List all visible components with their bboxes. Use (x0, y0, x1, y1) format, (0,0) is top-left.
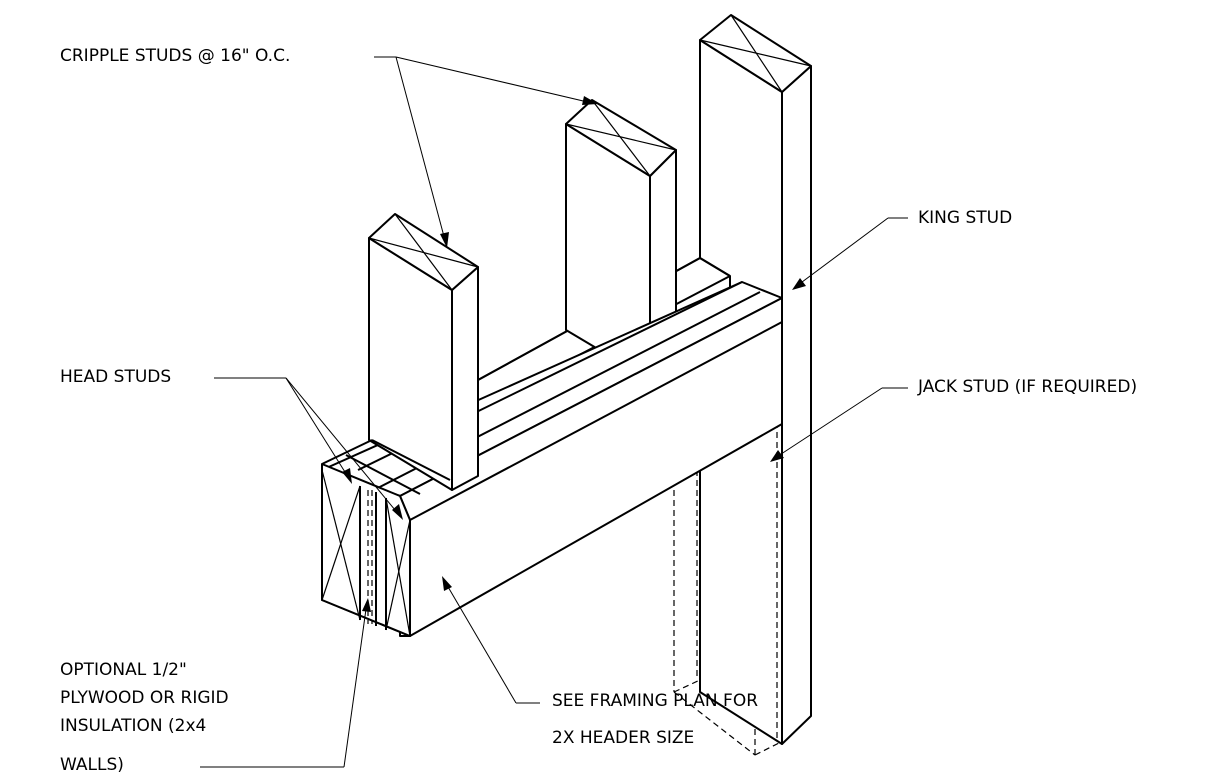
label-optional-line4: WALLS) (60, 755, 124, 775)
label-cripple-studs: CRIPPLE STUDS @ 16" O.C. (60, 46, 291, 66)
header-end-section (321, 439, 451, 637)
leader-optional-plywood (200, 598, 371, 768)
label-head-studs: HEAD STUDS (60, 367, 172, 387)
leader-cripple-studs (374, 56, 598, 248)
label-jack-stud: JACK STUD (IF REQUIRED) (918, 377, 1138, 397)
label-optional-line3: INSULATION (2x4 (60, 716, 207, 736)
label-optional-line2: PLYWOOD OR RIGID (60, 688, 229, 708)
leader-king-stud (792, 217, 908, 290)
cripple-stud-front (368, 213, 479, 491)
label-king-stud: KING STUD (918, 208, 1013, 228)
label-see-plan-line2: 2X HEADER SIZE (552, 728, 695, 748)
label-optional-line1: OPTIONAL 1/2" (60, 660, 187, 680)
leader-see-plan (442, 576, 540, 704)
label-see-plan-line1: SEE FRAMING PLAN FOR (552, 691, 759, 711)
leader-jack-stud (770, 387, 908, 462)
leader-head-studs (214, 377, 403, 520)
